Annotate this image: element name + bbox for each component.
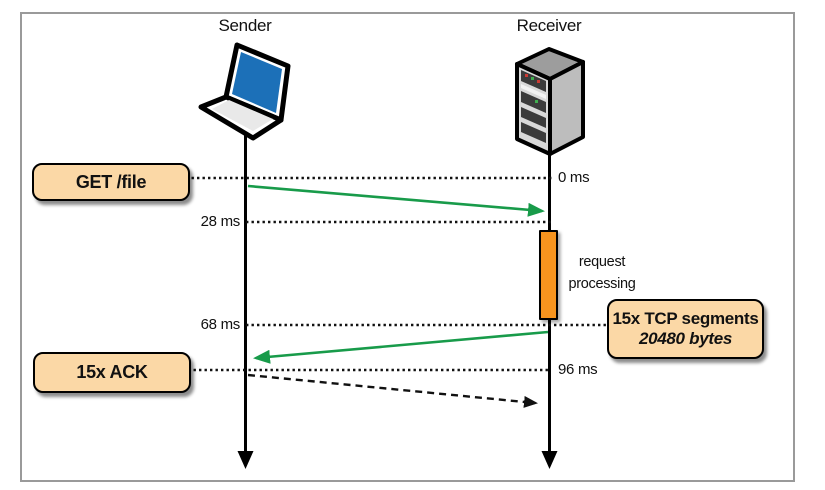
request-processing-bar (539, 230, 558, 320)
server-slot-4 (521, 122, 546, 143)
server-slot-2 (521, 91, 546, 113)
callout-15x-ack-label: 15x ACK (76, 362, 148, 382)
get-request-arrow (247, 184, 545, 217)
server-slot-3 (521, 107, 546, 128)
laptop-icon (198, 42, 291, 141)
processing-note-line2: processing (568, 275, 636, 292)
callout-tcp-segments: 15x TCP segments 20480 bytes (607, 299, 764, 359)
processing-note-line1: request (578, 254, 626, 270)
ack-return-arrow (247, 373, 538, 408)
server-led-green (531, 77, 534, 80)
server-led-red (525, 74, 528, 77)
actor-label-sender: Sender (218, 16, 272, 35)
receiver-lifeline-arrowhead (541, 451, 558, 469)
diagram-frame (20, 12, 795, 482)
sender-lifeline-arrowhead (237, 451, 254, 469)
request-processing-note: request processing (556, 252, 648, 296)
laptop-screen (232, 52, 282, 113)
server-panel-band (521, 84, 546, 99)
time-label-28ms: 28 ms (200, 213, 241, 230)
laptop-keyboard (212, 100, 273, 131)
callout-tcp-segments-line2: 20480 bytes (638, 329, 733, 348)
time-label-0ms: 0 ms (558, 169, 590, 186)
server-led-red-2 (537, 80, 540, 83)
callout-get-file-label: GET /file (75, 171, 147, 192)
server-led-green-2 (535, 100, 538, 103)
time-label-96ms: 96 ms (558, 361, 598, 378)
callout-tcp-segments-line1: 15x TCP segments (612, 308, 759, 328)
server-icon (515, 47, 585, 156)
callout-get-file: GET /file (32, 163, 190, 201)
tcp-segments-arrow (253, 330, 549, 364)
callout-15x-ack: 15x ACK (33, 352, 191, 393)
actor-label-receiver: Receiver (516, 16, 582, 35)
time-label-68ms: 68 ms (200, 316, 241, 333)
server-side-face (548, 60, 585, 156)
